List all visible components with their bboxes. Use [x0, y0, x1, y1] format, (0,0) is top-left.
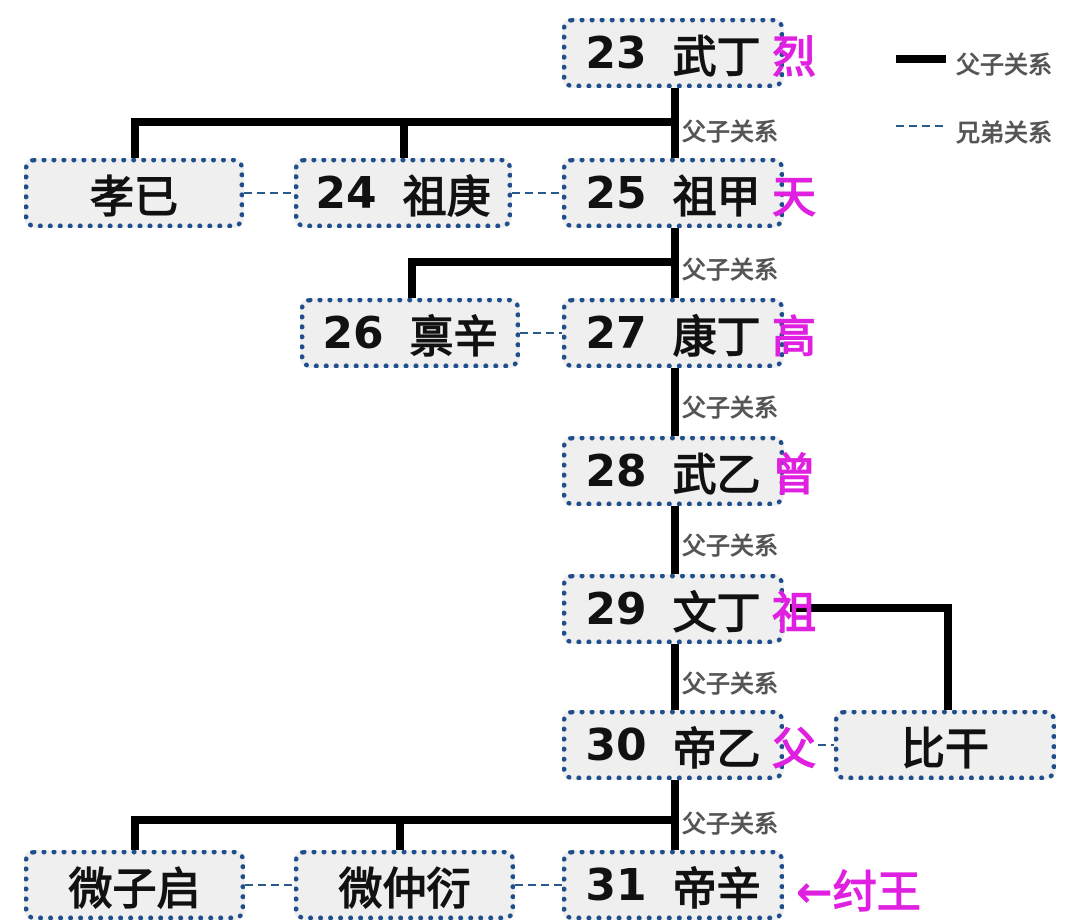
node-number: 25	[585, 167, 647, 219]
node-name: 禀辛	[409, 312, 498, 363]
node-number: 27	[585, 307, 647, 359]
relation-label: 父子关系	[682, 670, 778, 698]
node-wuyi: 28 武乙 曾	[562, 436, 816, 506]
relation-label: 父子关系	[682, 810, 778, 838]
node-number: 28	[585, 445, 647, 497]
node-number: 31	[585, 859, 647, 911]
node-name: 武丁	[672, 32, 761, 83]
node-number: 30	[585, 719, 647, 771]
relation-label: 父子关系	[682, 118, 778, 146]
node-tag: 高	[772, 312, 816, 363]
node-wuding: 23 武丁 烈	[562, 18, 816, 88]
node-linxin: 26 禀辛	[300, 298, 520, 368]
node-name: 微仲衍	[338, 864, 471, 915]
node-name: 祖甲	[672, 172, 761, 223]
node-name: 孝已	[90, 172, 178, 223]
node-number: 26	[322, 307, 384, 359]
father-son-line	[131, 816, 675, 850]
node-kangding: 27 康丁 高	[562, 298, 816, 368]
node-diyi: 30 帝乙 父	[562, 710, 816, 780]
node-xiaoyi: 孝已	[24, 158, 244, 228]
father-son-line	[131, 118, 675, 158]
node-bigan: 比干	[834, 710, 1056, 780]
node-tag: 父	[772, 724, 816, 775]
relation-label: 父子关系	[682, 394, 778, 422]
node-number: 23	[585, 27, 647, 79]
relation-label: 父子关系	[682, 532, 778, 560]
node-name: 微子启	[68, 864, 201, 915]
node-name: 比干	[901, 724, 989, 775]
legend-brothers-label: 兄弟关系	[956, 119, 1052, 147]
node-name: 武乙	[672, 450, 761, 501]
node-wending: 29 文丁 祖	[562, 574, 816, 644]
node-tag: 祖	[772, 588, 816, 639]
node-tag: 天	[772, 172, 816, 223]
legend-father-son-label: 父子关系	[956, 51, 1052, 79]
node-weiziqi: 微子启	[24, 850, 245, 920]
node-number: 29	[585, 583, 647, 635]
node-number: 24	[315, 167, 377, 219]
zhouwang-callout: ←纣王	[796, 867, 921, 918]
node-name: 帝乙	[672, 724, 761, 775]
node-tag: 烈	[772, 32, 816, 83]
node-name: 文丁	[672, 588, 761, 639]
node-tag: 曾	[772, 450, 816, 501]
node-name: 康丁	[672, 312, 761, 363]
node-zugeng: 24 祖庚	[294, 158, 512, 228]
relation-label: 父子关系	[682, 256, 778, 284]
father-son-line	[408, 258, 675, 298]
node-dixin: 31 帝辛	[562, 850, 784, 920]
node-name: 帝辛	[672, 864, 761, 915]
node-zujia: 25 祖甲 天	[562, 158, 816, 228]
node-weizhongyan: 微仲衍	[294, 850, 515, 920]
father-son-line	[790, 604, 952, 710]
node-name: 祖庚	[402, 172, 491, 223]
